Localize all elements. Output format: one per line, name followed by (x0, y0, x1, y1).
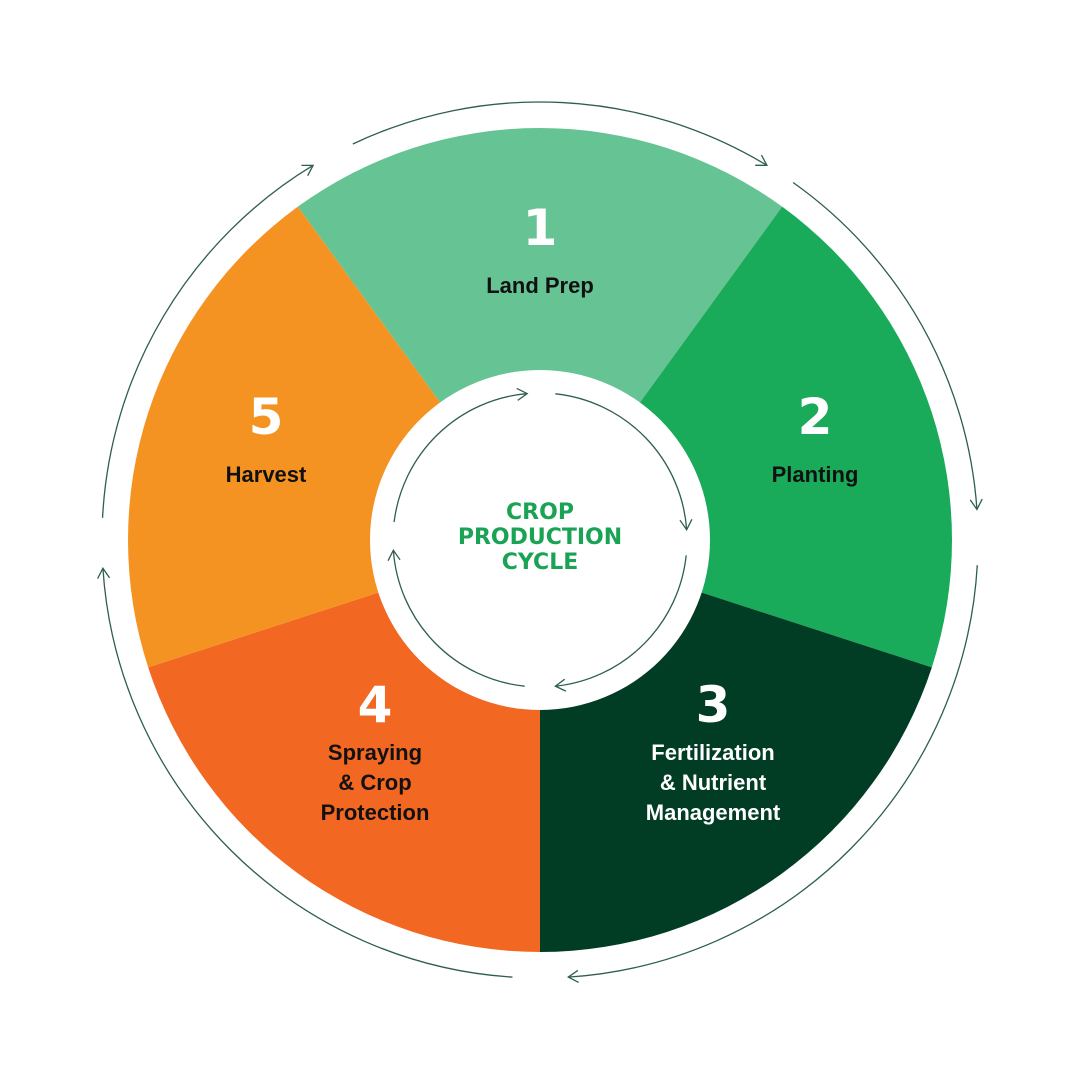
outer-arc-2 (792, 182, 978, 510)
inner-arrowhead-icon-4 (516, 387, 529, 401)
stage-4-text-line: Spraying (327, 740, 423, 765)
stage-4-label: 4 Spraying & Crop Protection (321, 680, 430, 828)
outer-arc-3 (568, 565, 978, 978)
stage-1-text: Land Prep (486, 273, 594, 298)
title-line: CYCLE (501, 550, 579, 575)
stage-5-text: Harvest (225, 462, 307, 487)
outer-arrowhead-icon-1 (755, 154, 768, 167)
stage-1-number: 1 (522, 199, 558, 257)
stage-1-label: 1 Land Prep (486, 203, 594, 301)
center-circle (370, 370, 710, 710)
inner-arrowhead-icon-2 (554, 678, 567, 692)
stage-3-text-line: Management (645, 800, 781, 825)
title-line: PRODUCTION (457, 525, 623, 550)
stage-4-text-line: Protection (320, 800, 430, 825)
outer-arc-4 (102, 568, 513, 978)
outer-arc-5 (101, 164, 314, 518)
stage-4-number: 4 (357, 676, 393, 734)
stage-2-text: Planting (771, 462, 859, 487)
inner-arc-3 (392, 550, 525, 687)
stage-4-text-line: & Crop (338, 770, 412, 795)
stage-5-number: 5 (248, 388, 284, 446)
outer-arc-1 (352, 101, 768, 166)
stage-3-text-line: Fertilization (651, 740, 775, 765)
outer-arrowhead-icon-2 (969, 498, 983, 511)
stage-2-number: 2 (797, 388, 833, 446)
outer-arrowhead-icon-3 (567, 969, 579, 984)
stage-3-text-line: & Nutrient (659, 770, 767, 795)
stage-3-number: 3 (695, 676, 731, 734)
stage-5-label: 5 Harvest (226, 392, 307, 490)
inner-arrowhead-icon-1 (679, 519, 693, 532)
center-title: CROP PRODUCTION CYCLE (458, 500, 622, 575)
outer-arrowhead-icon-5 (301, 164, 315, 176)
stage-3-label: 3 Fertilization & Nutrient Management (646, 680, 780, 828)
inner-arc-1 (555, 393, 688, 530)
inner-arrowhead-icon-3 (387, 548, 401, 561)
title-line: CROP (506, 500, 574, 525)
outer-arrowhead-icon-4 (96, 567, 111, 579)
inner-arc-4 (393, 392, 528, 523)
inner-arc-2 (555, 555, 687, 687)
stage-1-segment (297, 128, 783, 540)
stage-2-label: 2 Planting (772, 392, 859, 490)
